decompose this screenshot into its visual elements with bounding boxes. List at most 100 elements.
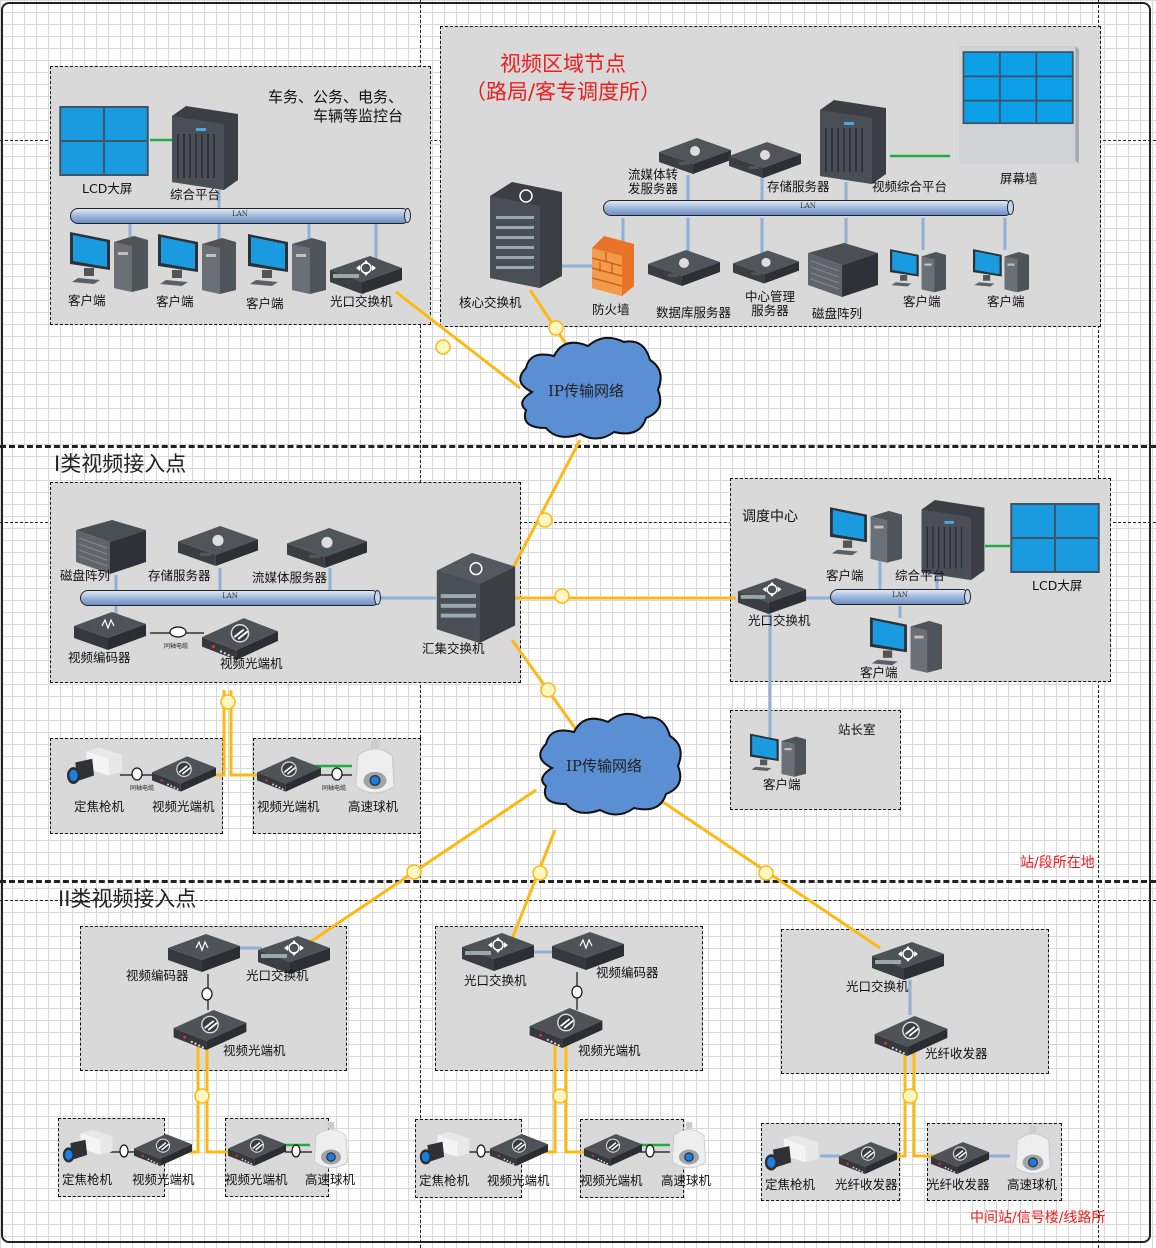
video-optical-label: 视频光端机 bbox=[132, 1172, 195, 1187]
database-server-label: 数据库服务器 bbox=[656, 305, 732, 320]
disk-array-icon bbox=[76, 520, 146, 574]
switch-label: 光口交换机 bbox=[846, 979, 909, 994]
switch-label: 光口交换机 bbox=[330, 294, 393, 309]
management-server-icon bbox=[733, 250, 799, 284]
lan-label: LAN bbox=[222, 592, 238, 600]
lan-bus-hq: LAN bbox=[70, 208, 411, 224]
dome-camera-label: 高速球机 bbox=[305, 1172, 356, 1187]
lan-bus-video-node: LAN bbox=[603, 200, 1014, 216]
switch-label: 光口交换机 bbox=[464, 973, 527, 988]
dome-camera-icon bbox=[310, 1122, 352, 1172]
video-encoder-label: 视频编码器 bbox=[596, 965, 659, 980]
fiber-transceiver-label: 光纤收发器 bbox=[925, 1046, 988, 1061]
client-pc-icon bbox=[973, 246, 1029, 294]
client-label: 客户端 bbox=[826, 568, 864, 583]
disk-array-label: 磁盘阵列 bbox=[812, 306, 863, 321]
streaming-server-icon bbox=[282, 528, 372, 568]
ip-network-label: IP传输网络 bbox=[566, 757, 643, 775]
video-encoder-label: 视频编码器 bbox=[126, 968, 189, 983]
screen-wall-label: 屏幕墙 bbox=[1000, 171, 1038, 186]
storage-server-label: 存储服务器 bbox=[148, 568, 211, 583]
coax-cable-label: 同轴电缆 bbox=[322, 785, 347, 792]
class1-camera-box bbox=[50, 738, 223, 834]
fixed-camera-icon bbox=[66, 746, 124, 792]
video-optical-transceiver-icon bbox=[528, 1008, 604, 1048]
aggregation-switch-label: 汇集交换机 bbox=[422, 641, 485, 656]
fixed-camera-label: 定焦枪机 bbox=[419, 1173, 470, 1188]
switch-label: 光口交换机 bbox=[246, 968, 309, 983]
guide-line bbox=[0, 900, 1156, 901]
client-pc-icon bbox=[248, 232, 326, 294]
fixed-camera-icon bbox=[62, 1128, 114, 1170]
dispatch-center-title: 调度中心 bbox=[742, 509, 798, 525]
video-optical-transceiver-icon bbox=[202, 618, 278, 660]
platform-label: 综合平台 bbox=[895, 568, 946, 583]
video-optical-label: 视频光端机 bbox=[578, 1043, 641, 1058]
client-label: 客户端 bbox=[156, 294, 194, 309]
database-server-icon bbox=[648, 250, 720, 286]
lan-label: LAN bbox=[892, 591, 908, 599]
video-optical-label: 视频光端机 bbox=[257, 799, 320, 814]
client-label: 客户端 bbox=[246, 296, 284, 311]
client-pc-icon bbox=[830, 505, 902, 563]
video-optical-label: 视频光端机 bbox=[225, 1172, 288, 1187]
video-optical-transceiver-icon bbox=[134, 1134, 192, 1166]
storage-server-icon bbox=[172, 526, 264, 566]
storage-server-icon bbox=[729, 142, 801, 178]
screen-wall-icon bbox=[950, 46, 1088, 164]
client-pc-icon bbox=[70, 230, 148, 292]
dome-camera-label: 高速球机 bbox=[1007, 1177, 1058, 1192]
video-optical-label: 视频光端机 bbox=[152, 799, 215, 814]
fixed-camera-label: 定焦枪机 bbox=[74, 799, 125, 814]
coax-cable-label: 同轴电缆 bbox=[164, 643, 189, 650]
lan-bus-dispatch: LAN bbox=[830, 589, 971, 605]
stationmaster-box bbox=[730, 710, 901, 810]
dome-camera-label: 高速球机 bbox=[348, 799, 399, 814]
video-optical-label: 视频光端机 bbox=[223, 1043, 286, 1058]
management-server-label: 中心管理服务器 bbox=[744, 289, 796, 318]
streaming-server-label: 流媒体转发服务器 bbox=[628, 167, 679, 196]
optical-switch-icon bbox=[872, 942, 944, 980]
client-pc-icon bbox=[750, 732, 806, 777]
disk-array-label: 磁盘阵列 bbox=[60, 568, 111, 583]
client-pc-icon bbox=[890, 246, 946, 294]
ip-network-cloud-icon bbox=[519, 336, 662, 440]
core-switch-label: 核心交换机 bbox=[459, 295, 522, 310]
video-optical-label: 视频光端机 bbox=[580, 1173, 643, 1188]
disk-array-icon bbox=[808, 240, 878, 300]
firewall-label: 防火墙 bbox=[592, 302, 630, 317]
lcd-label: LCD大屏 bbox=[82, 181, 133, 196]
lcd-screen-icon bbox=[1009, 503, 1101, 573]
platform-label: 综合平台 bbox=[170, 187, 221, 202]
platform-server-icon bbox=[172, 106, 238, 190]
fiber-transceiver-label: 光纤收发器 bbox=[927, 1177, 990, 1192]
fiber-transceiver-icon bbox=[838, 1142, 898, 1174]
optical-switch-icon bbox=[462, 933, 534, 971]
video-optical-label: 视频光端机 bbox=[487, 1173, 550, 1188]
ip-network-label: IP传输网络 bbox=[548, 382, 625, 400]
video-encoder-icon bbox=[74, 612, 146, 650]
station-section-label: 站/段所在地 bbox=[1020, 855, 1095, 871]
dome-camera-label: 高速球机 bbox=[661, 1173, 712, 1188]
client-label: 客户端 bbox=[763, 777, 801, 792]
client-label: 客户端 bbox=[987, 294, 1025, 309]
lan-label: LAN bbox=[800, 202, 816, 210]
video-optical-transceiver-icon bbox=[152, 756, 216, 792]
video-node-title: 视频区域节点（路局/客专调度所） bbox=[464, 52, 662, 104]
guide-line bbox=[0, 522, 1156, 523]
video-platform-label: 视频综合平台 bbox=[872, 179, 948, 194]
client-pc-icon bbox=[158, 232, 236, 294]
dome-camera-icon bbox=[352, 740, 398, 798]
video-encoder-label: 视频编码器 bbox=[68, 650, 131, 665]
region-divider bbox=[0, 880, 1156, 883]
client-label: 客户端 bbox=[860, 665, 898, 680]
video-encoder-icon bbox=[168, 934, 240, 972]
firewall-icon bbox=[592, 236, 634, 296]
aggregation-switch-icon bbox=[436, 553, 516, 643]
client-label: 客户端 bbox=[68, 293, 106, 308]
class2-title: II类视频接入点 bbox=[58, 887, 197, 911]
core-switch-icon bbox=[490, 175, 562, 295]
lcd-label: LCD大屏 bbox=[1032, 578, 1083, 593]
